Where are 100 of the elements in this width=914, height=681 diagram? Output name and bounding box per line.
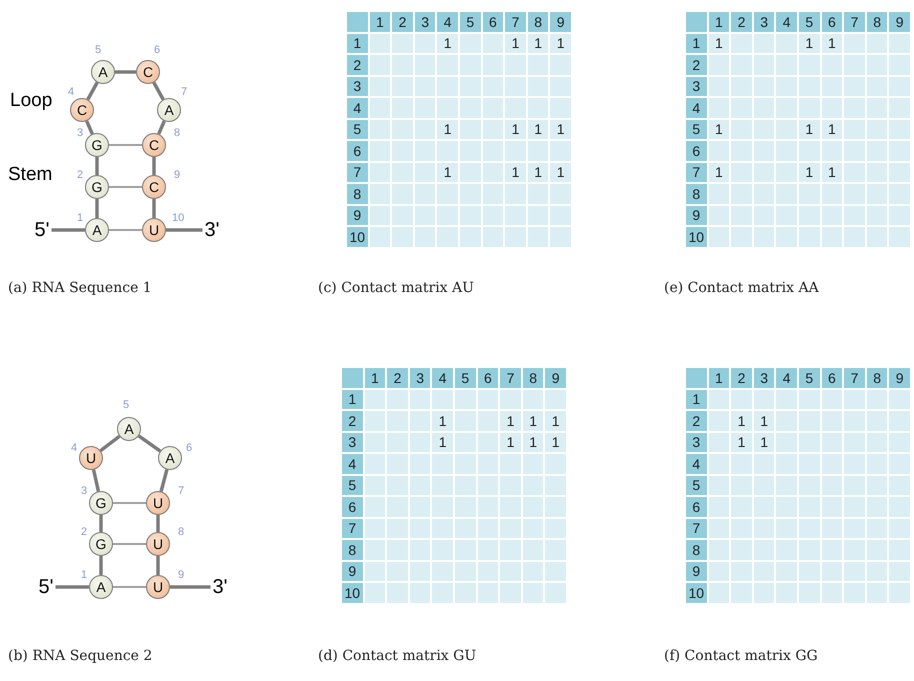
backbone-line <box>152 82 165 100</box>
row-header: 1 <box>342 390 363 409</box>
base-pair-line <box>113 586 146 588</box>
backbone-line <box>85 120 94 135</box>
row-header: 5 <box>342 476 363 495</box>
backbone-line <box>95 199 99 218</box>
backbone-line <box>156 515 160 532</box>
matrix-value: 1 <box>522 432 544 452</box>
row-header: 1 <box>686 34 707 53</box>
column-header: 9 <box>550 12 571 32</box>
matrix-value: 1 <box>731 411 752 430</box>
matrix-value: 1 <box>822 120 842 139</box>
row-header: 4 <box>686 98 707 118</box>
matrix-value: 1 <box>432 411 453 430</box>
backbone-line <box>99 434 121 452</box>
position-number: 5 <box>95 44 102 56</box>
matrix-value: 1 <box>754 411 774 430</box>
column-header: 6 <box>482 12 504 32</box>
strand-end-label: 5' <box>34 218 50 242</box>
backbone-line <box>95 157 99 175</box>
nucleotide-circle: C <box>142 133 166 157</box>
column-header: 5 <box>460 12 481 32</box>
row-header: 8 <box>686 184 707 204</box>
position-number: 3 <box>81 485 88 497</box>
column-header: 1 <box>708 368 730 388</box>
column-header: 1 <box>364 368 386 388</box>
row-header: 3 <box>342 432 363 452</box>
column-header: 6 <box>822 12 842 32</box>
matrix-value: 1 <box>437 162 458 182</box>
column-header: 7 <box>844 12 865 32</box>
column-header: 6 <box>822 368 842 388</box>
column-header: 7 <box>500 368 521 388</box>
column-header: 7 <box>505 12 526 32</box>
nucleotide-circle: U <box>146 491 170 515</box>
row-header: 7 <box>342 518 363 538</box>
row-header: 6 <box>342 497 363 516</box>
column-header: 2 <box>731 368 752 388</box>
row-header: 3 <box>347 76 368 96</box>
region-label: Loop <box>10 90 52 112</box>
row-header: 2 <box>686 411 707 430</box>
row-header: 10 <box>342 583 363 602</box>
column-header: 1 <box>708 12 730 32</box>
row-header: 5 <box>347 120 368 139</box>
backbone-line <box>157 120 166 135</box>
nucleotide-circle: A <box>157 98 181 122</box>
column-header: 7 <box>844 368 865 388</box>
nucleotide-circle: C <box>70 98 94 122</box>
column-header: 3 <box>414 12 436 32</box>
backbone-line <box>92 469 100 492</box>
nucleotide-circle: G <box>89 491 113 515</box>
column-header: 3 <box>754 12 774 32</box>
position-number: 8 <box>178 526 184 538</box>
column-header: 4 <box>776 12 797 32</box>
column-header: 2 <box>731 12 752 32</box>
row-header: 10 <box>347 227 368 246</box>
matrix-value: 1 <box>500 411 521 430</box>
position-number: 2 <box>81 526 88 538</box>
matrix-value: 1 <box>545 411 566 430</box>
row-header: 7 <box>686 162 707 182</box>
matrix-value: 1 <box>708 120 730 139</box>
strand-end-label: 3' <box>212 576 228 598</box>
figure-caption: (f) Contact matrix GG <box>664 648 818 664</box>
column-header: 8 <box>866 368 888 388</box>
row-header: 7 <box>347 162 368 182</box>
matrix-value: 1 <box>731 432 752 452</box>
matrix-value: 1 <box>545 432 566 452</box>
position-number: 9 <box>174 169 180 181</box>
matrix-value: 1 <box>528 120 548 139</box>
base-pair-line <box>113 502 146 504</box>
backbone-line <box>166 228 202 232</box>
row-header: 4 <box>342 454 363 474</box>
matrix-value: 1 <box>528 34 548 53</box>
position-number: 3 <box>77 127 84 139</box>
row-header: 5 <box>686 120 707 139</box>
nucleotide-circle: U <box>79 446 103 470</box>
position-number: 4 <box>68 86 74 98</box>
matrix-value: 1 <box>799 34 820 53</box>
figure-caption: (c) Contact matrix AU <box>318 280 474 296</box>
position-number: 1 <box>77 212 84 224</box>
figure-caption: (d) Contact matrix GU <box>318 648 476 664</box>
row-header: 1 <box>686 390 707 409</box>
position-number: 8 <box>174 127 180 139</box>
backbone-line <box>99 515 103 532</box>
nucleotide-circle: C <box>136 60 160 84</box>
matrix-value: 1 <box>708 34 730 53</box>
row-header: 4 <box>347 98 368 118</box>
row-header: 9 <box>347 206 368 225</box>
backbone-line <box>56 585 89 589</box>
row-header: 2 <box>342 411 363 430</box>
column-header: 5 <box>799 368 820 388</box>
position-number: 1 <box>81 569 88 581</box>
column-header: 4 <box>776 368 797 388</box>
figure-caption: (e) Contact matrix AA <box>664 280 819 296</box>
row-header: 8 <box>342 540 363 560</box>
position-number: 7 <box>181 86 188 98</box>
column-header: 2 <box>392 12 413 32</box>
position-number: 10 <box>172 212 184 224</box>
position-number: 6 <box>154 44 160 56</box>
column-header: 3 <box>754 368 774 388</box>
row-header: 3 <box>686 432 707 452</box>
